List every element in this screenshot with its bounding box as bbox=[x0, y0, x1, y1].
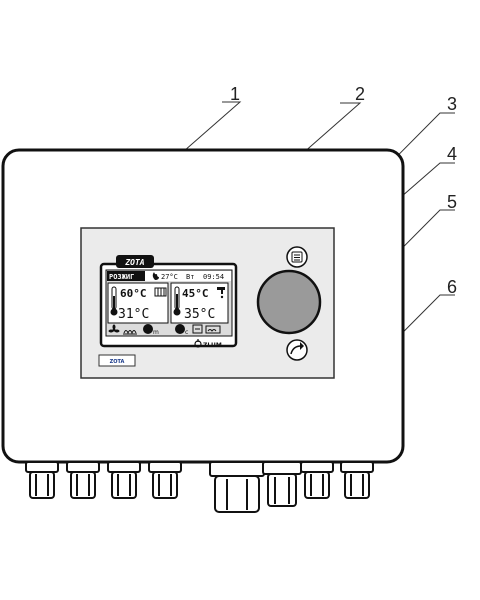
radiator-icon bbox=[154, 287, 167, 297]
flame-icon bbox=[152, 272, 159, 280]
brand-logo: ZOTA bbox=[124, 258, 144, 267]
menu-button[interactable] bbox=[286, 246, 308, 268]
lcd-status-bar bbox=[107, 271, 231, 281]
menu-icon bbox=[291, 251, 303, 263]
water-actual: 35°C bbox=[184, 307, 215, 322]
cable-gland bbox=[262, 461, 302, 507]
cable-gland bbox=[107, 461, 141, 499]
brand-tab bbox=[116, 255, 154, 268]
mode-label-bg bbox=[107, 271, 145, 281]
cable-gland-large bbox=[209, 461, 265, 513]
power-icon bbox=[194, 339, 202, 348]
cable-gland bbox=[300, 461, 334, 499]
mode-label: РОЗЖИГ bbox=[109, 273, 134, 281]
return-arrow-icon bbox=[290, 342, 304, 355]
model-badge bbox=[98, 354, 136, 367]
cable-gland bbox=[66, 461, 100, 499]
callout-5: 5 bbox=[447, 192, 457, 212]
svg-text:m: m bbox=[153, 329, 159, 336]
pump-2-icon: c bbox=[175, 324, 188, 336]
fan-icon bbox=[108, 324, 120, 333]
sensor-icon bbox=[192, 324, 203, 334]
lcd-icon-row: m c bbox=[108, 324, 221, 336]
heating-element-icon bbox=[123, 330, 137, 335]
model-badge-text: ZOTA bbox=[110, 359, 125, 365]
thermometer-icon bbox=[110, 286, 118, 316]
svg-text:c: c bbox=[185, 329, 188, 336]
water-setpoint: 45°C bbox=[182, 287, 209, 300]
tap-icon bbox=[217, 287, 225, 299]
callout-4: 4 bbox=[447, 144, 457, 164]
boiler-actual: 31°C bbox=[118, 307, 149, 322]
cable-gland bbox=[340, 461, 374, 499]
callout-3: 3 bbox=[447, 94, 457, 114]
footer-brand: ZLUM bbox=[203, 342, 222, 349]
pump-icon: m bbox=[143, 324, 159, 336]
callout-2: 2 bbox=[355, 84, 365, 104]
callout-1: 1 bbox=[230, 84, 240, 104]
boiler-setpoint: 60°C bbox=[120, 287, 147, 300]
control-knob[interactable] bbox=[256, 269, 322, 335]
cable-gland bbox=[25, 461, 59, 499]
callout-6: 6 bbox=[447, 277, 457, 297]
status-temperature: 27°C bbox=[161, 273, 178, 281]
cable-gland bbox=[148, 461, 182, 499]
water-thermometer-icon bbox=[173, 286, 181, 316]
status-day: Вт bbox=[186, 273, 194, 281]
back-button[interactable] bbox=[286, 339, 308, 361]
status-time: 09:54 bbox=[203, 273, 224, 281]
cable-glands bbox=[25, 461, 374, 513]
floor-heating-icon bbox=[205, 325, 221, 334]
